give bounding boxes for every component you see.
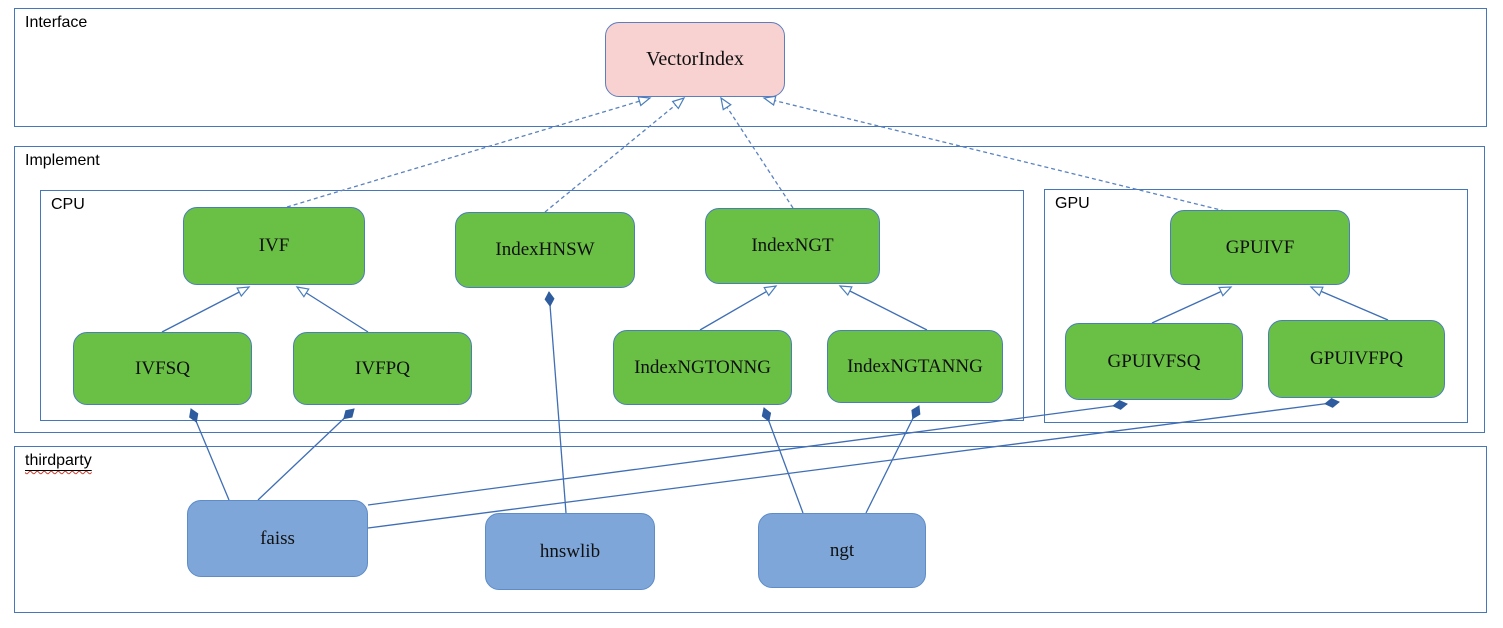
node-vectorindex-label: VectorIndex <box>646 48 744 70</box>
edge-ivfsq-ivf <box>161 287 249 333</box>
node-ivfsq-label: IVFSQ <box>135 357 190 379</box>
container-gpu[interactable]: GPU <box>1044 189 1468 423</box>
node-ivf[interactable]: IVF <box>183 207 365 285</box>
container-gpu-label: GPU <box>1055 195 1090 212</box>
node-vectorindex[interactable]: VectorIndex <box>605 22 785 97</box>
container-interface[interactable]: Interface <box>14 8 1487 127</box>
edge-gpuivf-vectorindex <box>764 98 1226 212</box>
edge-ngt-indexngtonng <box>761 407 804 514</box>
container-implement-label: Implement <box>25 152 100 169</box>
node-gpuivfsq[interactable]: GPUIVFSQ <box>1065 323 1243 400</box>
node-indexngtonng[interactable]: IndexNGTONNG <box>613 330 792 405</box>
edge-indexngt-vectorindex <box>721 98 794 209</box>
node-gpuivf[interactable]: GPUIVF <box>1170 210 1350 285</box>
edge-hnswlib-indexhnsw <box>544 291 567 514</box>
node-faiss[interactable]: faiss <box>187 500 368 577</box>
node-gpuivfsq-label: GPUIVFSQ <box>1107 350 1201 372</box>
edge-faiss-gpuivfsq <box>367 399 1128 506</box>
container-cpu[interactable]: CPU <box>40 190 1024 421</box>
edge-gpuivfpq-gpuivf <box>1311 287 1389 321</box>
node-indexngt[interactable]: IndexNGT <box>705 208 880 284</box>
container-thirdparty-label: thirdparty <box>25 452 92 469</box>
node-gpuivf-label: GPUIVF <box>1225 236 1295 258</box>
edge-indexngtanng-indexngt <box>840 286 928 331</box>
edge-faiss-gpuivfpq <box>367 397 1340 529</box>
node-ivfpq[interactable]: IVFPQ <box>293 332 472 405</box>
container-implement[interactable]: Implement <box>14 146 1485 433</box>
container-thirdparty[interactable]: thirdparty <box>14 446 1487 613</box>
container-interface-label: Interface <box>25 14 88 31</box>
node-indexhnsw-label: IndexHNSW <box>495 239 595 260</box>
node-gpuivfpq-label: GPUIVFPQ <box>1310 348 1403 369</box>
edge-ivfpq-ivf <box>297 287 369 333</box>
node-ivf-label: IVF <box>258 235 290 256</box>
edge-indexngtonng-indexngt <box>699 286 776 331</box>
edge-indexhnsw-vectorindex <box>544 98 684 213</box>
node-indexhnsw[interactable]: IndexHNSW <box>455 212 635 288</box>
node-ivfpq-label: IVFPQ <box>355 357 410 379</box>
node-indexngtanng-label: IndexNGTANNG <box>847 355 983 377</box>
node-indexngtanng[interactable]: IndexNGTANNG <box>827 330 1003 403</box>
edge-faiss-ivfsq <box>189 408 230 501</box>
edge-gpuivfsq-gpuivf <box>1151 287 1231 324</box>
node-ivfsq[interactable]: IVFSQ <box>73 332 252 405</box>
node-indexngt-label: IndexNGT <box>751 235 834 256</box>
node-hnswlib-label: hnswlib <box>539 540 601 562</box>
node-ngt-label: ngt <box>829 539 855 561</box>
container-cpu-label: CPU <box>51 196 85 213</box>
node-indexngtonng-label: IndexNGTONNG <box>634 356 771 378</box>
node-hnswlib[interactable]: hnswlib <box>485 513 655 590</box>
edge-ivf-vectorindex <box>286 98 650 208</box>
edge-ngt-indexngtanng <box>865 405 921 514</box>
node-gpuivfpq[interactable]: GPUIVFPQ <box>1268 320 1445 398</box>
edge-faiss-ivfpq <box>257 408 355 501</box>
node-faiss-label: faiss <box>260 527 295 549</box>
node-ngt[interactable]: ngt <box>758 513 926 588</box>
